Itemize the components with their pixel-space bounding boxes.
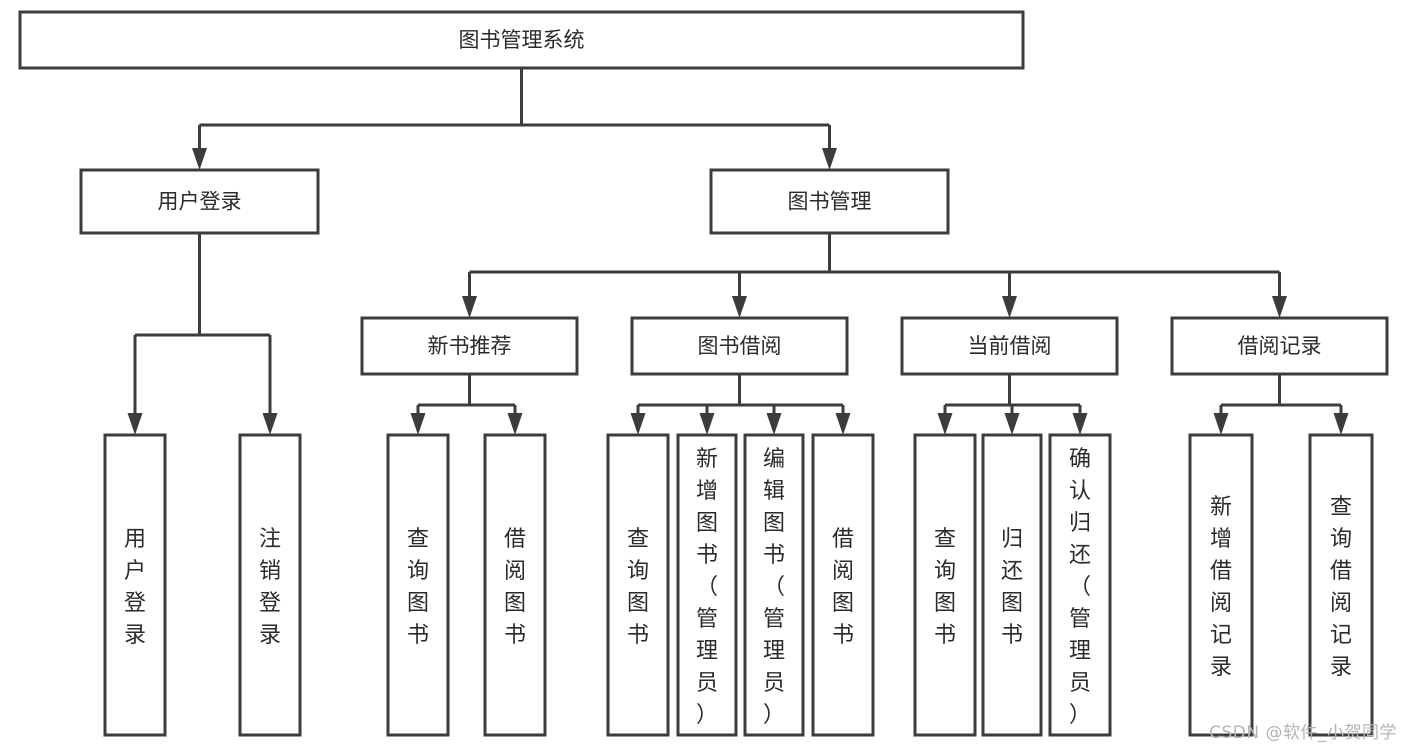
node-box-leaf-edit-book[interactable]: [743, 433, 805, 737]
node-box-new-book-rec[interactable]: [360, 316, 579, 376]
node-label-leaf-user-login: 用户登录: [124, 527, 146, 648]
node-box-leaf-add-book[interactable]: [676, 433, 738, 737]
node-box-book-borrow[interactable]: [630, 316, 849, 376]
node-box-leaf-add-record[interactable]: [1188, 433, 1254, 737]
node-box-book-manage[interactable]: [709, 168, 950, 235]
node-box-current-borrow[interactable]: [900, 316, 1119, 376]
node-label-leaf-confirm-return: 确认归还（管理员）: [1069, 447, 1091, 728]
node-box-leaf-user-login[interactable]: [103, 433, 167, 737]
node-label-book-borrow: 图书借阅: [698, 334, 782, 358]
node-box-layer: [18, 10, 1389, 737]
node-label-leaf-add-book: 新增图书（管理员）: [696, 447, 718, 728]
node-box-user-login[interactable]: [79, 168, 320, 235]
node-label-leaf-add-record: 新增借阅记录: [1210, 495, 1232, 680]
node-label-layer: 图书管理系统用户登录图书管理新书推荐图书借阅当前借阅借阅记录用户登录注销登录查询…: [124, 28, 1352, 728]
node-label-new-book-rec: 新书推荐: [428, 334, 512, 358]
node-box-leaf-query-book-3[interactable]: [913, 433, 977, 737]
node-box-borrow-record[interactable]: [1170, 316, 1389, 376]
node-label-leaf-query-book-1: 查询图书: [407, 527, 429, 648]
node-label-borrow-record: 借阅记录: [1238, 334, 1322, 358]
node-box-root[interactable]: [18, 10, 1025, 70]
node-box-leaf-confirm-return[interactable]: [1048, 433, 1112, 737]
node-label-leaf-borrow-book-1: 借阅图书: [504, 527, 526, 648]
connector-layer: [127, 68, 1349, 435]
node-label-leaf-borrow-book-2: 借阅图书: [832, 527, 854, 648]
node-box-leaf-query-book-2[interactable]: [606, 433, 670, 737]
node-box-leaf-query-record[interactable]: [1308, 433, 1374, 737]
node-label-current-borrow: 当前借阅: [968, 334, 1052, 358]
node-label-book-manage: 图书管理: [788, 190, 872, 214]
node-label-leaf-edit-book: 编辑图书（管理员）: [763, 447, 785, 728]
node-box-leaf-query-book-1[interactable]: [386, 433, 450, 737]
watermark-text: CSDN @软件_小贺同学: [1209, 723, 1397, 743]
node-box-leaf-borrow-book-1[interactable]: [483, 433, 547, 737]
node-box-leaf-borrow-book-2[interactable]: [811, 433, 875, 737]
node-label-user-login: 用户登录: [158, 190, 242, 214]
node-box-leaf-logout-login[interactable]: [238, 433, 302, 737]
node-box-leaf-return-book[interactable]: [981, 433, 1043, 737]
node-label-leaf-query-book-2: 查询图书: [627, 527, 649, 648]
node-label-leaf-logout-login: 注销登录: [259, 527, 281, 648]
node-label-root: 图书管理系统: [459, 28, 585, 52]
node-label-leaf-query-book-3: 查询图书: [934, 527, 956, 648]
node-label-leaf-return-book: 归还图书: [1001, 527, 1023, 648]
node-label-leaf-query-record: 查询借阅记录: [1330, 495, 1352, 680]
